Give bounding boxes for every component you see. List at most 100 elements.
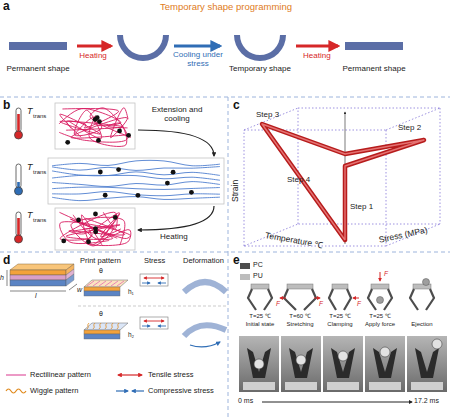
legend-text: Compressive stress bbox=[148, 387, 214, 395]
high-speed-photo bbox=[407, 336, 447, 392]
step-label: Step 4 bbox=[287, 176, 310, 185]
crosslink-dot bbox=[171, 170, 176, 175]
state-label: Ejection bbox=[402, 321, 442, 328]
compressive-arrow bbox=[142, 283, 150, 284]
process-label: Cooling under stress bbox=[168, 51, 228, 69]
legend-text: Wiggle pattern bbox=[30, 387, 78, 395]
time-label: 17.2 ms bbox=[414, 397, 439, 405]
photo-gripper bbox=[247, 348, 271, 378]
legend-text: PC bbox=[253, 261, 263, 269]
polymer-chain bbox=[52, 182, 220, 187]
rectilinear-line bbox=[111, 281, 118, 286]
crosslink-dot bbox=[61, 239, 66, 244]
process-label: Heating bbox=[68, 52, 118, 61]
force-arrow bbox=[353, 298, 359, 299]
crosslink-dot bbox=[189, 190, 194, 195]
slab-top bbox=[84, 280, 128, 287]
wiggle-line bbox=[105, 323, 107, 329]
axis-label: Strain bbox=[231, 180, 240, 202]
legend-text: Rectilinear pattern bbox=[30, 371, 91, 379]
pc-arm bbox=[410, 289, 418, 310]
subscript: trans bbox=[33, 113, 46, 120]
subscript: trans bbox=[33, 169, 46, 176]
slab-layer bbox=[84, 330, 120, 334]
process-label: Heating bbox=[160, 233, 188, 242]
cycle-path bbox=[262, 124, 424, 240]
shape-caption: Temporary shape bbox=[224, 65, 296, 74]
force-label: F bbox=[276, 300, 280, 307]
polymer-chain bbox=[52, 175, 220, 180]
axis-box bbox=[298, 108, 440, 109]
polymer-network bbox=[55, 103, 135, 149]
photo-object bbox=[296, 355, 306, 365]
legend-sample bbox=[118, 374, 142, 375]
stress-element bbox=[140, 274, 168, 286]
polymer-chain bbox=[52, 171, 220, 176]
time-arrow bbox=[262, 402, 412, 403]
wiggle-line bbox=[93, 323, 95, 329]
polymer-network bbox=[55, 208, 135, 250]
shape-outline bbox=[2, 32, 74, 62]
dimension-line bbox=[7, 270, 8, 286]
pc-arm bbox=[344, 289, 351, 310]
column-heading: Print pattern bbox=[80, 257, 121, 265]
crosslink-dot bbox=[76, 218, 81, 223]
pc-arm bbox=[264, 289, 272, 310]
crosslink-dot bbox=[165, 181, 170, 186]
pu-hinge bbox=[332, 284, 348, 289]
thermometer-bulb bbox=[15, 187, 23, 195]
photo-frame bbox=[281, 336, 321, 392]
force-arrow bbox=[380, 272, 381, 281]
dimension-line bbox=[69, 284, 77, 290]
permanent-bar bbox=[345, 42, 403, 50]
shape-caption: Permanent shape bbox=[338, 65, 410, 74]
legend-sample bbox=[6, 374, 26, 375]
pc-arm bbox=[384, 289, 392, 310]
step-label: Step 2 bbox=[398, 124, 421, 133]
axis-label: Stress (MPa) bbox=[378, 226, 428, 245]
crosslink-dot bbox=[65, 140, 70, 145]
column-heading: Deformation bbox=[183, 257, 224, 265]
photo-gripper bbox=[289, 348, 313, 378]
slab-top bbox=[84, 323, 128, 330]
shape-caption: Permanent shape bbox=[2, 65, 74, 74]
panel-divider bbox=[228, 97, 229, 252]
high-speed-photo bbox=[281, 336, 321, 392]
print-layer bbox=[10, 275, 66, 280]
crosslink-dot bbox=[95, 115, 100, 120]
photo-base bbox=[243, 382, 275, 390]
pc-arm bbox=[426, 289, 434, 310]
cycle-highlight bbox=[262, 124, 424, 240]
crosslink-dot bbox=[113, 215, 118, 220]
gripper-icon bbox=[368, 284, 392, 310]
crosslink-dot bbox=[126, 133, 131, 138]
gripper-icon bbox=[410, 279, 434, 311]
photo-gripper bbox=[373, 348, 397, 378]
tensile-arrow bbox=[144, 321, 164, 322]
shape-state: Permanent shape bbox=[2, 32, 74, 74]
force-label: F bbox=[319, 300, 323, 307]
polymer-chain bbox=[52, 160, 220, 166]
panel-letter: a bbox=[3, 0, 10, 13]
print-pattern-slab bbox=[84, 323, 128, 339]
network-box bbox=[48, 158, 224, 204]
photo-frame bbox=[407, 336, 447, 392]
object bbox=[377, 297, 384, 304]
crosslink-dot bbox=[86, 239, 91, 244]
dimension-label: l bbox=[35, 292, 37, 300]
state-label: Initial state bbox=[240, 321, 280, 328]
axis-box bbox=[298, 224, 440, 225]
polymer-chain bbox=[89, 116, 128, 147]
photo-base bbox=[369, 382, 401, 390]
print-layer-side bbox=[66, 274, 74, 286]
pc-arm bbox=[304, 289, 316, 310]
thermometer bbox=[16, 212, 21, 236]
panel-letter: b bbox=[3, 99, 10, 112]
compressive-arrow bbox=[158, 283, 166, 284]
photo-base bbox=[411, 382, 443, 390]
gripper-icon bbox=[284, 284, 316, 310]
shape-outline bbox=[338, 32, 410, 62]
